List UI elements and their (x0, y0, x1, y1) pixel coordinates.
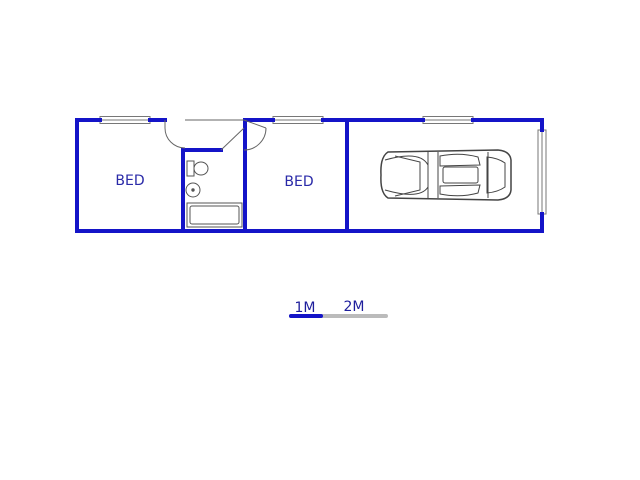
door-swing-icon (220, 119, 267, 151)
room-label-bed-middle: BED (284, 174, 313, 190)
car-icon (380, 149, 512, 201)
bathtub-icon (186, 202, 243, 228)
toilet-icon (186, 160, 209, 177)
window-icon (272, 116, 324, 124)
scale-label-2m: 2M (344, 299, 365, 315)
basin-icon (185, 182, 201, 198)
walls (75, 118, 544, 233)
scale-label-1m: 1M (295, 300, 316, 316)
scale-bar: 1M 2M (289, 299, 388, 318)
window-icon (99, 116, 151, 124)
window-icon (422, 116, 474, 124)
window-icon (537, 129, 547, 215)
door-swing-icon (164, 119, 244, 149)
room-label-bed-left: BED (115, 173, 144, 189)
